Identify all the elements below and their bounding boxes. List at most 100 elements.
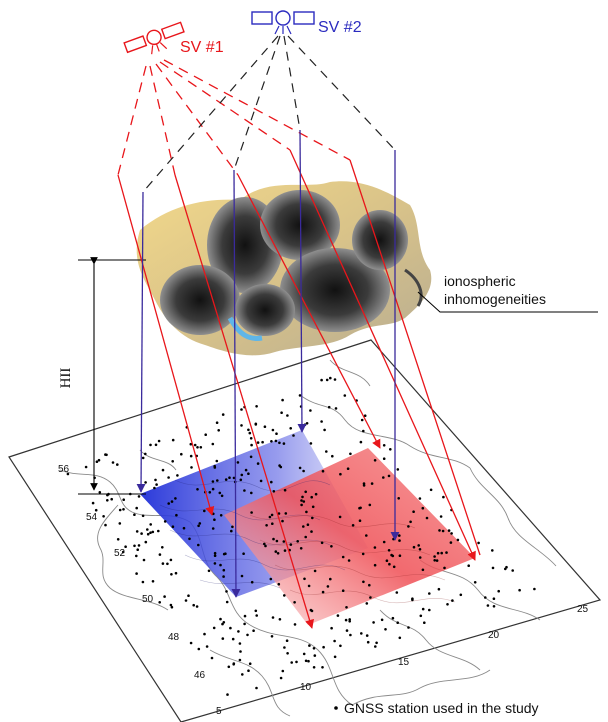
station-dot [104, 523, 107, 527]
station-dot [211, 442, 215, 446]
station-dot [247, 428, 250, 432]
station-dot [435, 559, 439, 562]
station-dot [382, 476, 385, 479]
station-dot [320, 541, 324, 545]
station-dot [450, 532, 453, 535]
station-dot [380, 618, 384, 622]
station-dot [171, 525, 175, 528]
country-borders [59, 359, 557, 717]
station-dot [221, 413, 225, 416]
station-dot [421, 607, 425, 611]
station-dot [163, 595, 166, 598]
station-dot [222, 621, 226, 624]
station-dot [122, 498, 125, 502]
station-dot [250, 443, 253, 447]
station-dot [339, 644, 342, 648]
station-dot [170, 573, 173, 576]
lat-tick: 54 [86, 512, 98, 523]
station-dot [151, 530, 155, 534]
station-dot [311, 516, 314, 520]
station-dot [374, 645, 377, 648]
station-dot [242, 552, 245, 555]
station-dot [310, 495, 314, 499]
station-dot [216, 479, 219, 482]
station-dot [210, 656, 214, 660]
station-dot [283, 646, 286, 649]
station-dot [250, 491, 253, 495]
station-dot [187, 594, 190, 597]
station-dot [208, 491, 212, 494]
station-dot [122, 508, 125, 511]
station-dot [215, 459, 219, 463]
layer-label-line1: ionospheric [444, 273, 516, 289]
station-dot [161, 546, 164, 549]
station-dot [219, 514, 223, 517]
station-dot [438, 529, 441, 532]
station-dot [418, 556, 422, 559]
station-dot [333, 378, 337, 381]
station-dot [439, 515, 443, 518]
station-dot [238, 658, 242, 662]
station-dot [281, 669, 285, 673]
station-dot [441, 529, 445, 533]
station-dot [368, 503, 372, 507]
station-dot [412, 545, 416, 549]
station-dot [175, 513, 178, 517]
station-dot [409, 520, 412, 524]
station-dot [158, 601, 161, 604]
station-dot [144, 452, 147, 456]
ionospheric-surface [136, 181, 432, 356]
station-dot [163, 520, 167, 523]
station-dot [286, 414, 289, 417]
station-dot [66, 472, 70, 476]
lon-tick: 15 [398, 657, 410, 668]
station-dot [255, 686, 258, 690]
station-dot [244, 468, 248, 472]
station-dot [265, 524, 268, 527]
station-dot [329, 376, 332, 380]
station-dot [151, 580, 155, 583]
station-dot [392, 565, 396, 569]
station-dot [141, 514, 145, 518]
station-dot [418, 548, 422, 551]
station-dot [348, 620, 352, 623]
station-dot [307, 659, 310, 663]
station-dot [391, 616, 395, 620]
station-dot [238, 642, 242, 645]
station-dot [484, 596, 487, 599]
station-dot [467, 564, 471, 567]
station-dot [174, 571, 178, 575]
station-dot [397, 497, 401, 500]
station-dot [247, 472, 250, 476]
station-dot [293, 601, 296, 604]
station-dot [382, 540, 386, 544]
station-dot [153, 486, 156, 490]
station-dot [412, 510, 415, 513]
station-dot [141, 580, 145, 584]
lon-tick: 25 [577, 604, 589, 615]
station-dot [268, 515, 272, 519]
station-dot [398, 534, 401, 537]
station-dot [195, 605, 199, 608]
solid-rays-sv1 [117, 149, 481, 629]
station-dot [182, 526, 186, 530]
station-dot [161, 562, 165, 565]
station-dot [102, 515, 105, 518]
station-dot [298, 394, 302, 397]
station-dot [135, 572, 138, 575]
station-dot [279, 465, 283, 469]
station-dot [456, 538, 460, 542]
station-dot [423, 621, 426, 624]
sv2-label: SV #2 [318, 19, 362, 36]
station-dot [146, 532, 150, 536]
station-dot [390, 553, 393, 557]
station-dot [232, 476, 236, 480]
station-dot [407, 626, 410, 629]
station-dot [362, 429, 365, 433]
station-dot [504, 567, 507, 571]
station-dot [349, 452, 352, 456]
station-dot [149, 523, 152, 526]
station-dot [282, 540, 286, 543]
station-dot [428, 608, 431, 612]
